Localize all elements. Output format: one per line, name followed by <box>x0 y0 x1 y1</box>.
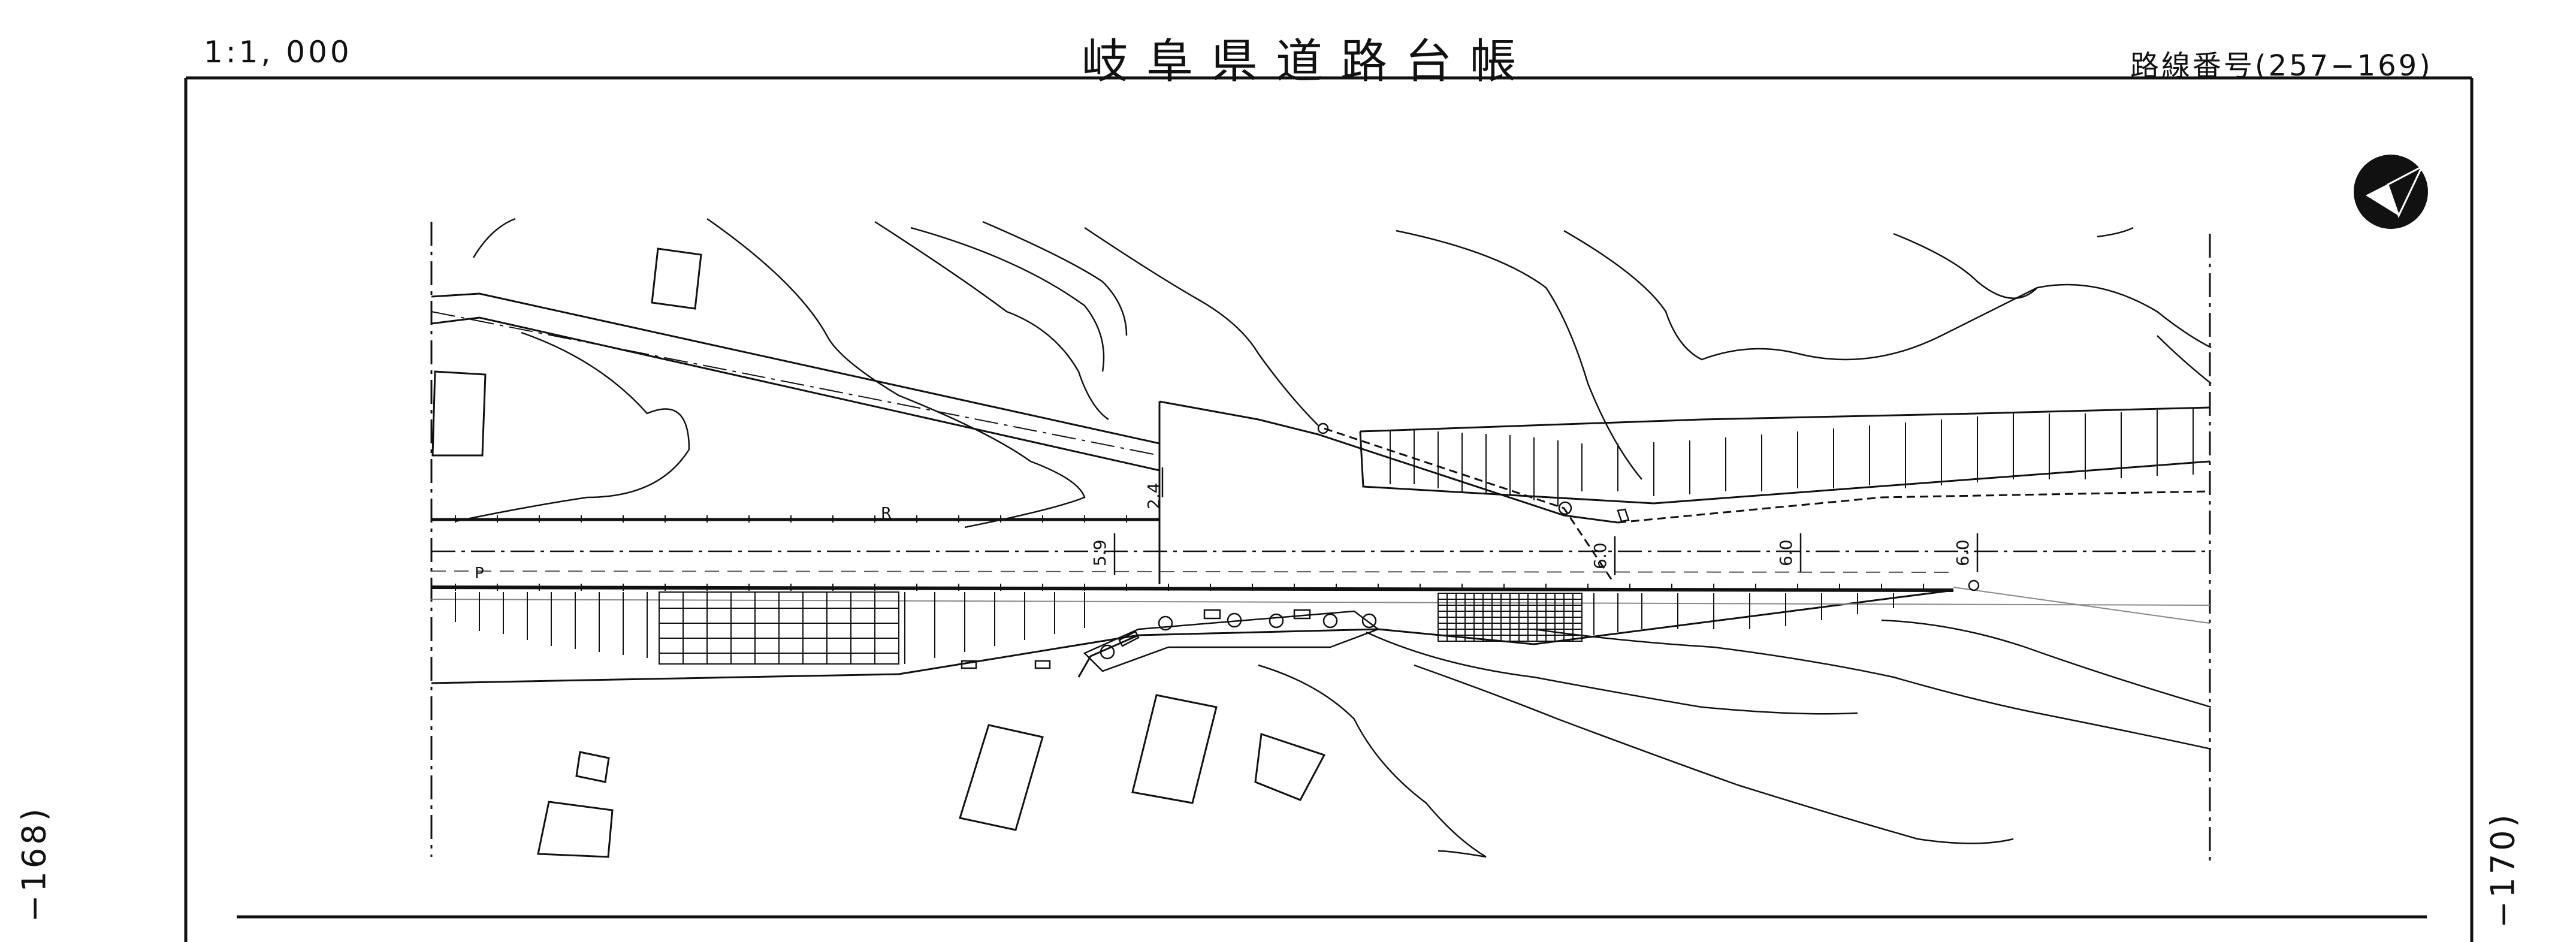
dimension-label: 2.4 <box>1144 482 1164 509</box>
roadside-features <box>961 422 1980 672</box>
road-centerline-secondary <box>431 570 1954 573</box>
match-lines <box>430 222 2211 863</box>
dimension-label: 5.9 <box>1090 539 1110 566</box>
contours <box>455 218 2212 529</box>
north-arrow-icon <box>2354 155 2428 229</box>
dimension-label: 6.0 <box>1953 539 1973 566</box>
paved-grid-area <box>659 591 899 665</box>
road-boundaries <box>431 400 2210 684</box>
document-title: 岐阜県道路台帳 <box>1082 35 1535 89</box>
slope-hatch-upper <box>1390 409 2194 506</box>
slope-hatch-lower <box>455 592 1894 664</box>
point-label-p: P <box>475 564 484 582</box>
sheet-frame <box>184 76 2474 942</box>
branch-road <box>431 292 1160 472</box>
scale-label: 1:1, 000 <box>204 35 352 70</box>
crosshatch-area <box>1438 593 1583 642</box>
buildings <box>431 247 1326 858</box>
point-label-r: R <box>881 505 892 523</box>
survey-ticks <box>455 515 1924 591</box>
dimension-markers <box>1113 467 1979 575</box>
contours-lower <box>1258 619 2212 858</box>
dimension-labels: 2.4 5.9 6.0 6.0 6.0 <box>1090 482 1973 569</box>
dimension-label: 6.0 <box>1590 542 1610 569</box>
dimension-label: 6.0 <box>1776 539 1796 566</box>
